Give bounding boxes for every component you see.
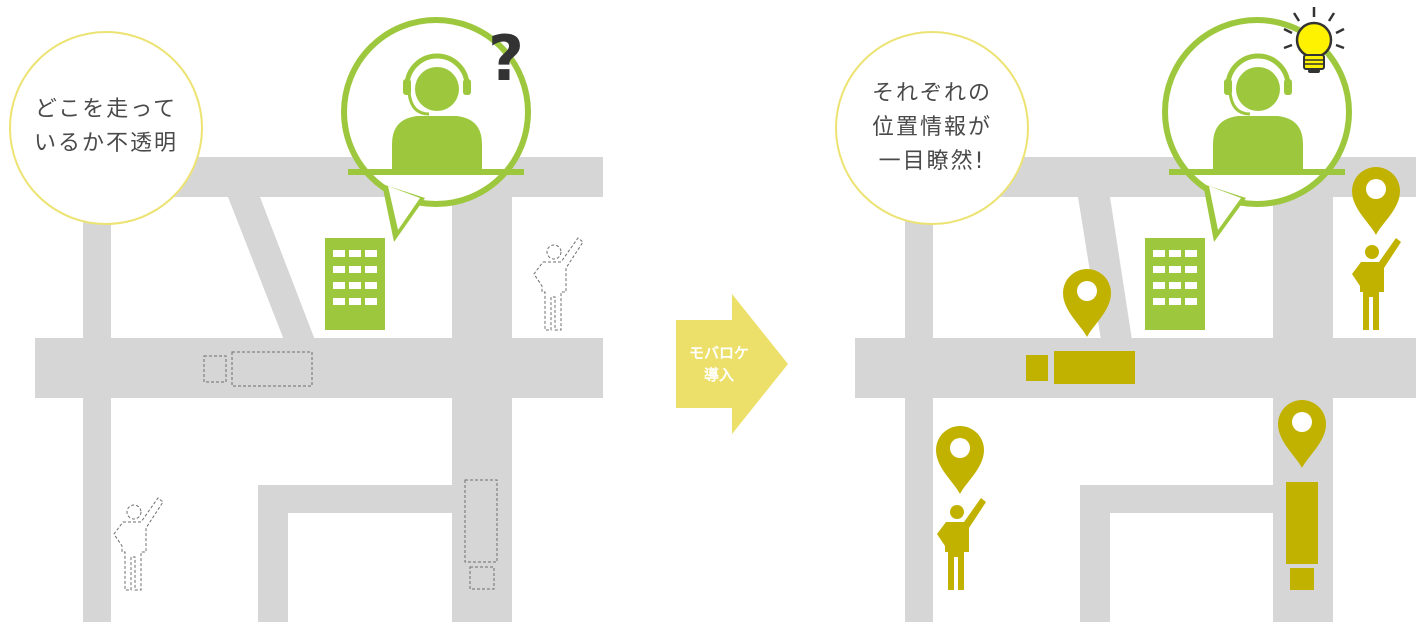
after-speech-line-3: 一目瞭然! xyxy=(878,149,986,174)
person-waving-icon xyxy=(937,498,986,590)
operator-bubble-before xyxy=(341,17,531,242)
office-building-icon xyxy=(1145,238,1205,330)
road-main xyxy=(35,338,603,398)
light-bulb-icon xyxy=(1283,7,1345,73)
truck-icon-horizontal xyxy=(1026,351,1135,384)
question-mark-icon: ? xyxy=(488,22,524,95)
location-pin-icon xyxy=(1352,167,1400,235)
road-lower xyxy=(1080,485,1280,513)
location-pin-icon xyxy=(936,426,984,494)
truck-dashed-horizontal xyxy=(203,351,313,387)
person-unknown-1 xyxy=(533,237,584,331)
after-speech-line-2: 位置情報が xyxy=(871,115,992,140)
before-speech-line-2: いるか不透明 xyxy=(33,131,178,156)
person-waving-icon xyxy=(1352,238,1401,330)
operator-bubble-after xyxy=(1162,17,1352,242)
before-speech-text: どこを走って いるか不透明 xyxy=(20,93,192,161)
person-unknown-2 xyxy=(113,497,164,591)
arrow-label-line-1: モバロケ xyxy=(688,344,749,362)
transition-arrow xyxy=(676,294,788,434)
before-speech-line-1: どこを走って xyxy=(34,97,178,122)
truck-dashed-vertical xyxy=(464,479,498,590)
speech-bubble-before xyxy=(9,31,203,225)
after-speech-text: それぞれの 位置情報が 一目瞭然! xyxy=(846,77,1018,179)
desk-line xyxy=(348,169,524,175)
road-lower-vertical xyxy=(258,485,288,622)
road-diagonal xyxy=(1078,197,1132,340)
after-map xyxy=(855,157,1416,622)
desk-line xyxy=(1169,169,1345,175)
speech-bubble-after xyxy=(835,31,1029,225)
road-main xyxy=(855,338,1416,398)
truck-icon-vertical xyxy=(1286,482,1318,590)
office-building-icon xyxy=(325,238,385,330)
road-lower xyxy=(258,485,458,513)
after-speech-line-1: それぞれの xyxy=(871,81,992,106)
arrow-label: モバロケ 導入 xyxy=(676,342,762,386)
before-map xyxy=(35,157,603,622)
arrow-label-line-2: 導入 xyxy=(703,366,734,384)
road-lower-vertical xyxy=(1080,485,1110,622)
road-diagonal xyxy=(228,197,315,340)
